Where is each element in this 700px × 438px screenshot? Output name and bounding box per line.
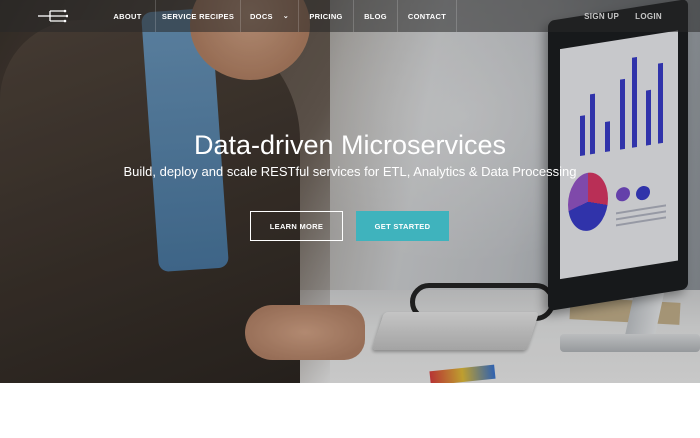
nav-item-about[interactable]: ABOUT bbox=[100, 0, 156, 32]
sign-up-link[interactable]: SIGN UP bbox=[584, 11, 620, 21]
person-hand bbox=[245, 305, 365, 360]
hero-title: Data-driven Microservices bbox=[193, 130, 507, 160]
get-started-button[interactable]: GET STARTED bbox=[356, 211, 449, 241]
learn-more-button[interactable]: LEARN MORE bbox=[250, 211, 343, 241]
login-link[interactable]: LOGIN bbox=[635, 11, 662, 21]
hero-subtitle: Build, deploy and scale RESTful services… bbox=[123, 164, 577, 179]
nav-item-label: PRICING bbox=[309, 11, 343, 21]
hero-overlay bbox=[0, 0, 700, 383]
nav-menu: ABOUT SERVICE RECIPES DOCS ⌄ PRICING BLOG… bbox=[100, 0, 457, 32]
chevron-down-icon: ⌄ bbox=[282, 13, 290, 20]
top-navigation: ABOUT SERVICE RECIPES DOCS ⌄ PRICING BLOG… bbox=[0, 0, 700, 32]
nav-item-label: ABOUT bbox=[113, 11, 142, 21]
nav-item-blog[interactable]: BLOG bbox=[354, 0, 398, 32]
nav-item-docs[interactable]: DOCS ⌄ bbox=[241, 0, 299, 32]
nav-item-service-recipes[interactable]: SERVICE RECIPES bbox=[156, 0, 241, 32]
nav-item-label: SERVICE RECIPES bbox=[161, 11, 235, 21]
nav-item-label: DOCS bbox=[249, 11, 273, 21]
circuit-lines-icon[interactable] bbox=[38, 9, 68, 23]
nav-item-label: CONTACT bbox=[407, 11, 447, 21]
auth-links: SIGN UP LOGIN bbox=[584, 0, 662, 32]
monitor-stand-base bbox=[560, 334, 700, 352]
nav-item-contact[interactable]: CONTACT bbox=[398, 0, 457, 32]
nav-item-pricing[interactable]: PRICING bbox=[299, 0, 354, 32]
nav-item-label: BLOG bbox=[364, 11, 387, 21]
hero-section bbox=[0, 0, 700, 383]
